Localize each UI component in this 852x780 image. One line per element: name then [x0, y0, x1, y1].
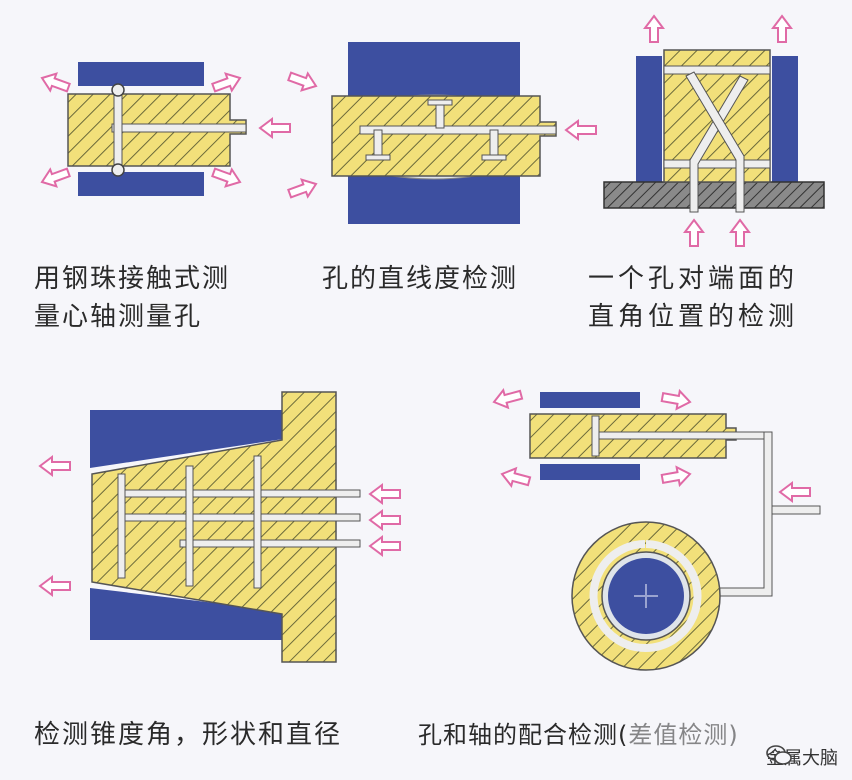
air-out-arrow	[287, 71, 318, 92]
panel-taper	[38, 391, 401, 663]
air-out-arrow	[40, 167, 71, 188]
panel-fit-check	[492, 388, 821, 671]
caption-taper: 检测锥度角，形状和直径	[34, 720, 343, 750]
workpiece-bottom	[348, 166, 520, 224]
air-out-arrow	[492, 388, 524, 410]
steel-ball-bottom	[111, 163, 125, 177]
caption-line: 量心轴测量孔	[34, 302, 203, 332]
bore-ring-top	[540, 392, 640, 408]
air-out-arrow	[771, 14, 793, 43]
air-in-arrow	[729, 218, 751, 247]
caption-fit-partial: 差值检测)	[628, 721, 739, 749]
air-in-arrow	[683, 218, 705, 247]
panel-straightness	[287, 42, 597, 224]
panel-perpendicularity	[603, 14, 825, 247]
taper-plug	[91, 391, 337, 663]
air-out-arrow	[211, 167, 242, 188]
air-out-arrow	[40, 72, 71, 93]
caption-fit-main: 孔和轴的配合检测(	[418, 721, 629, 749]
bore-wall-left	[636, 56, 662, 182]
air-in-arrow	[258, 117, 291, 139]
watermark: 金属大脑	[766, 744, 838, 770]
ring-bottom	[78, 172, 204, 196]
air-in-arrow	[778, 481, 811, 503]
taper-wall-top	[90, 410, 290, 468]
air-in-arrow	[368, 509, 401, 531]
caption-line: 直角位置的检测	[588, 302, 799, 332]
end-face-base	[603, 181, 825, 209]
wechat-icon	[766, 745, 792, 765]
caption-line: 用钢珠接触式测	[34, 264, 231, 294]
bore-ring-bottom	[540, 464, 640, 480]
steel-ball-top	[111, 83, 125, 97]
air-out-arrow	[643, 14, 665, 43]
air-in-arrow	[368, 535, 401, 557]
caption-ball-gauge: 用钢珠接触式测 量心轴测量孔	[34, 260, 230, 336]
caption-line: 一个孔对端面的	[588, 264, 799, 294]
caption-fit-check: 孔和轴的配合检测(差值检测)	[418, 716, 739, 754]
air-out-arrow	[500, 466, 532, 488]
taper-wall-bottom	[90, 588, 290, 640]
bore-wall-right	[772, 56, 798, 182]
air-out-arrow	[287, 178, 318, 199]
workpiece-top	[348, 42, 520, 108]
air-in-arrow	[368, 483, 401, 505]
air-out-arrow	[38, 575, 71, 597]
air-out-arrow	[660, 465, 692, 488]
panel-ball-contact-gauge	[40, 62, 291, 196]
ring-top	[78, 62, 204, 86]
caption-straightness: 孔的直线度检测	[322, 264, 519, 294]
air-out-arrow	[211, 72, 242, 93]
air-out-arrow	[38, 455, 71, 477]
air-out-arrow	[660, 388, 692, 411]
caption-perpendicularity: 一个孔对端面的 直角位置的检测	[588, 260, 798, 336]
air-in-arrow	[564, 119, 597, 141]
